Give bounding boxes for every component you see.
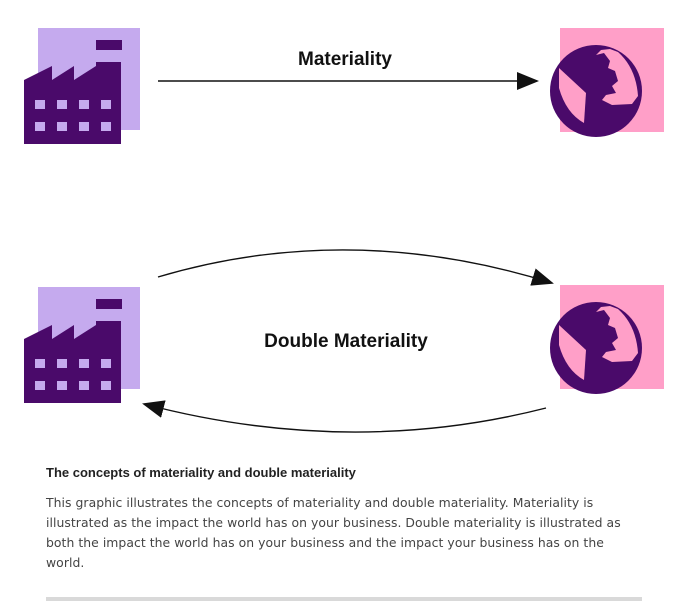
factory-shape — [24, 62, 121, 144]
globe-land-left — [559, 325, 586, 380]
factory-icon — [24, 28, 140, 144]
materiality-diagram: Materiality Double Materiality — [24, 28, 664, 433]
globe-icon — [550, 285, 664, 394]
divider — [46, 597, 642, 601]
figure-caption: The concepts of materiality and double m… — [46, 465, 646, 573]
world-to-business-arrow-top — [157, 249, 554, 286]
double-materiality-label: Double Materiality — [264, 331, 428, 352]
globe-land-right — [596, 306, 638, 362]
factory-chimney-cap — [96, 40, 122, 50]
business-to-world-arrow-bottom — [142, 400, 547, 433]
caption-body: This graphic illustrates the concepts of… — [46, 495, 621, 570]
globe-land-left — [559, 68, 586, 123]
factory-windows — [35, 359, 111, 390]
globe-icon — [550, 28, 664, 137]
factory-shape — [24, 321, 121, 403]
factory-chimney-cap — [96, 299, 122, 309]
caption-title: The concepts of materiality and double m… — [46, 465, 356, 480]
globe-land-right — [596, 49, 638, 105]
factory-icon — [24, 287, 140, 403]
materiality-label: Materiality — [298, 49, 392, 70]
factory-windows — [35, 100, 111, 131]
